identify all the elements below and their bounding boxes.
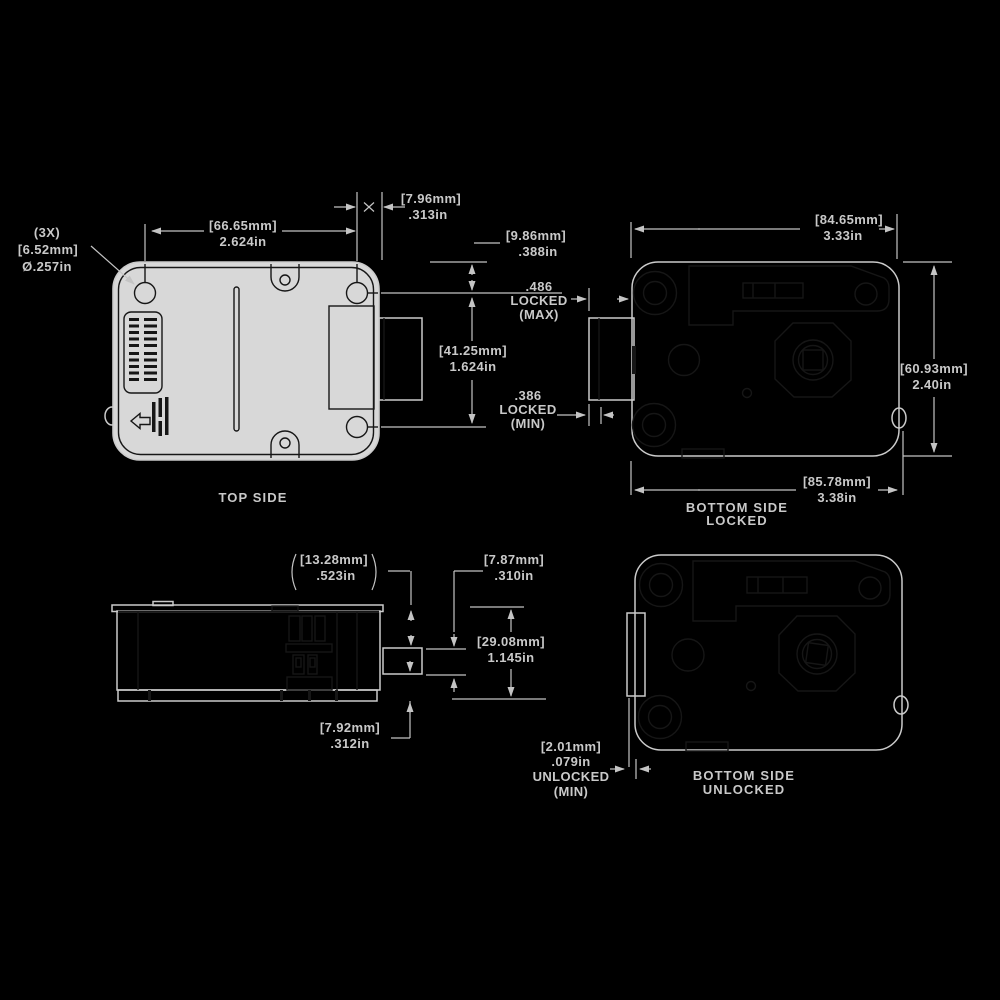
relocker-hole	[667, 343, 701, 377]
title-bottom-side-locked-line2: LOCKED	[706, 513, 768, 528]
mounting-boss	[631, 402, 677, 448]
product-label-patch	[123, 311, 163, 394]
lock-body-locked	[631, 261, 900, 457]
dim-hole-spacing-in: 2.624in	[219, 234, 267, 249]
dim-bolt-to-base-in: .312in	[330, 736, 370, 751]
lock-body-topview	[112, 261, 380, 461]
orientation-arrow-icon	[129, 412, 151, 430]
arm-pivot-hole	[858, 576, 882, 600]
dim-locked-width-top-mm: [84.65mm]	[815, 212, 883, 227]
dim-body-to-bolt-mm: [13.28mm]	[300, 552, 368, 567]
view-bottom-side-unlocked	[626, 554, 909, 752]
bottom-tab	[685, 741, 729, 752]
top-ear-tab	[270, 264, 300, 292]
bolt-extended-topview	[378, 317, 423, 401]
bottom-tab	[681, 448, 725, 459]
bolt-side-profile	[382, 647, 423, 675]
dim-overall-height-mm: [29.08mm]	[477, 634, 545, 649]
bolt-retracted-sliver	[626, 612, 646, 697]
spindle-boss-octagon	[778, 615, 856, 692]
title-bottom-side-unlocked-line1: BOTTOM SIDE	[692, 768, 796, 783]
dim-locked-height-mm: [60.93mm]	[900, 361, 968, 376]
dim-locked-max-value: .486	[525, 279, 553, 294]
dim-locked-width-bottom-mm: [85.78mm]	[803, 474, 871, 489]
dim-edge-offset-mm: [7.96mm]	[400, 191, 462, 206]
bottom-ear-tab	[270, 430, 300, 458]
dim-unlocked-min-in: .079in	[551, 754, 591, 769]
swingbolt-arm	[688, 265, 890, 326]
bolt-notch	[632, 346, 636, 374]
title-bottom-side-unlocked-line2: UNLOCKED	[702, 782, 786, 797]
arm-slot	[742, 282, 804, 299]
dim-locked-min-word: LOCKED	[499, 402, 557, 417]
small-pin-hole	[741, 387, 753, 399]
dim-unlocked-min-word: UNLOCKED	[532, 769, 610, 784]
lock-body-unlocked	[634, 554, 903, 751]
dim-locked-height-in: 2.40in	[912, 377, 952, 392]
hole-callout-count: (3X)	[33, 225, 61, 240]
dim-hole-spacing-mm: [66.65mm]	[209, 218, 277, 233]
dim-locked-max-word: LOCKED	[510, 293, 568, 308]
lock-body-side	[116, 610, 381, 691]
dim-edge-offset-in: .313in	[408, 207, 448, 222]
dim-top-edge-mm: [9.86mm]	[505, 228, 567, 243]
dim-top-edge-in: .388in	[518, 244, 558, 259]
arm-pivot-hole	[854, 282, 878, 306]
title-bottom-side-locked-line1: BOTTOM SIDE	[685, 500, 789, 515]
mounting-hole	[345, 415, 369, 439]
swingbolt-arm	[692, 560, 891, 622]
view-bottom-side-locked	[588, 261, 907, 459]
bolt-extended-locked	[588, 317, 635, 401]
dim-locked-width-top-in: 3.33in	[823, 228, 863, 243]
hole-callout-mm: [6.52mm]	[17, 242, 79, 257]
mounting-boss	[632, 270, 678, 316]
dim-body-to-bolt-in: .523in	[316, 568, 356, 583]
title-top-side: TOP SIDE	[218, 490, 288, 505]
dim-locked-min-value: .386	[514, 388, 542, 403]
dim-unlocked-min-qualifier: (MIN)	[553, 784, 589, 799]
dim-unlocked-min-mm: [2.01mm]	[540, 739, 602, 754]
dim-bolt-to-base-mm: [7.92mm]	[319, 720, 381, 735]
dimension-lines	[90, 192, 952, 779]
spindle-square-hole	[804, 641, 830, 667]
center-slot	[233, 286, 240, 432]
mounting-boss	[637, 694, 683, 740]
arm-slot	[746, 576, 808, 594]
base-feet	[117, 689, 378, 702]
hole-callout-in: Ø.257in	[22, 259, 72, 274]
label-text-lines	[129, 318, 169, 436]
spindle-square-hole	[802, 349, 824, 371]
dim-locked-min-qualifier: (MIN)	[510, 416, 546, 431]
bolt-guide-plate	[328, 305, 375, 410]
bolt-mechanism-detail	[285, 615, 333, 691]
dim-hole-span-in: 1.624in	[449, 359, 497, 374]
dim-overall-height-in: 1.145in	[487, 650, 535, 665]
dim-bolt-thickness-in: .310in	[494, 568, 534, 583]
relocker-hole	[671, 638, 705, 672]
view-side	[111, 600, 423, 702]
dim-bolt-thickness-mm: [7.87mm]	[483, 552, 545, 567]
dim-locked-width-bottom-in: 3.38in	[817, 490, 857, 505]
view-top-side	[104, 261, 423, 461]
spindle-boss-octagon	[774, 322, 852, 398]
dim-hole-span-mm: [41.25mm]	[439, 343, 507, 358]
right-edge-bump	[893, 695, 909, 715]
dim-locked-max-qualifier: (MAX)	[519, 307, 559, 322]
mounting-boss	[638, 562, 684, 608]
small-pin-hole	[745, 680, 757, 692]
